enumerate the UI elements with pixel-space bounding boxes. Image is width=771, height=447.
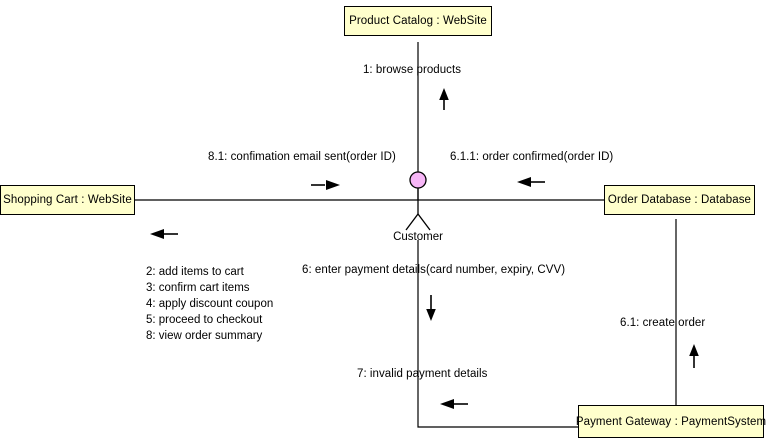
link-customer-payment-gateway [417, 240, 578, 428]
message-view-order-summary: 8: view order summary [146, 330, 263, 342]
message-enter-payment-details: 6: enter payment details(card number, ex… [302, 264, 566, 276]
node-shopping-cart-label: Shopping Cart : WebSite [3, 194, 132, 206]
node-product-catalog[interactable]: Product Catalog : WebSite [344, 6, 492, 36]
arrow-browse-products [439, 88, 449, 110]
message-apply-discount-coupon: 4: apply discount coupon [146, 298, 274, 310]
actor-leg-right [417, 213, 431, 231]
message-confirm-cart-items: 3: confirm cart items [146, 282, 250, 294]
arrow-invalid-payment [440, 399, 468, 409]
arrow-create-order [689, 344, 699, 368]
node-payment-gateway-label: Payment Gateway : PaymentSystem [575, 415, 767, 428]
message-order-confirmed: 6.1.1: order confirmed(order ID) [450, 151, 614, 163]
arrow-order-confirmed [517, 177, 545, 187]
arrow-cart-messages [150, 229, 178, 239]
message-browse-products: 1: browse products [362, 64, 462, 76]
node-shopping-cart[interactable]: Shopping Cart : WebSite [0, 185, 135, 215]
node-order-database[interactable]: Order Database : Database [604, 185, 755, 215]
actor-leg-left [405, 213, 419, 231]
message-confirmation-email: 8.1: confimation email sent(order ID) [208, 151, 396, 163]
message-proceed-to-checkout: 5: proceed to checkout [146, 314, 263, 326]
message-add-items-to-cart: 2: add items to cart [146, 266, 244, 278]
message-block-cart: 2: add items to cart 3: confirm cart ite… [146, 264, 273, 344]
actor-customer [404, 171, 432, 231]
node-order-database-label: Order Database : Database [607, 194, 752, 206]
message-create-order: 6.1: create order [620, 317, 706, 329]
actor-head [409, 171, 427, 189]
node-product-catalog-label: Product Catalog : WebSite [349, 15, 487, 27]
arrow-enter-payment [426, 295, 436, 321]
arrow-confirmation-email [311, 180, 340, 190]
message-invalid-payment-details: 7: invalid payment details [357, 368, 488, 380]
actor-customer-label: Customer [393, 231, 443, 243]
node-payment-gateway[interactable]: Payment Gateway : PaymentSystem [575, 405, 767, 438]
